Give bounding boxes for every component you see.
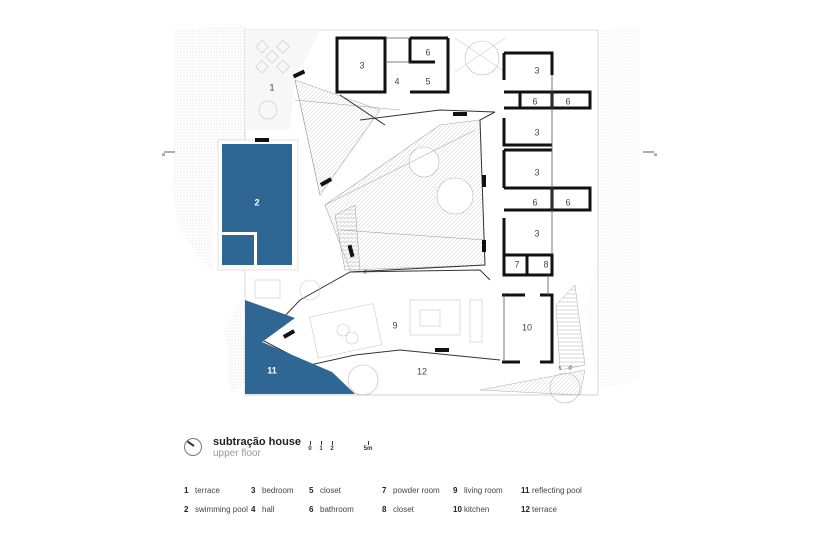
vegetation <box>172 25 640 395</box>
scale-tick-1: 1 <box>315 441 327 452</box>
label-bathroom-b1: 6 <box>532 96 537 106</box>
drawing-subtitle: upper floor <box>213 448 261 459</box>
label-stair-d2: d <box>363 270 366 276</box>
label-closet-8: 8 <box>543 259 548 269</box>
north-arrow-icon <box>184 438 202 456</box>
reflecting-pool: 11 <box>245 300 355 394</box>
label-terrace-1: 1 <box>269 82 274 92</box>
section-marker-left: a <box>162 152 165 158</box>
section-markers: a a <box>162 151 657 158</box>
label-kitchen: 10 <box>522 322 532 332</box>
door-markers <box>255 69 486 352</box>
label-bathroom-b2: 6 <box>565 96 570 106</box>
label-bedroom-c: 3 <box>534 127 539 137</box>
label-living-room: 9 <box>392 320 397 330</box>
thin-walls <box>385 37 553 362</box>
central-courtyard <box>294 37 506 271</box>
kitchen-stairs: s d d <box>347 270 586 404</box>
label-bathroom-d2: 6 <box>565 197 570 207</box>
label-stair-d: d <box>568 366 571 372</box>
label-bedroom-b: 3 <box>534 65 539 75</box>
terrace-1 <box>245 30 320 130</box>
scale-tick-0: 0 <box>304 441 316 452</box>
label-reflecting-pool: 11 <box>267 365 277 375</box>
label-bedroom-e: 3 <box>534 228 539 238</box>
label-pool: 2 <box>254 197 259 207</box>
living-furniture <box>254 279 483 359</box>
label-bathroom-d1: 6 <box>532 197 537 207</box>
label-bathroom-top: 6 <box>425 47 430 57</box>
scale-tick-2: 2 <box>326 441 338 452</box>
room-labels: 1 3 4 6 5 3 6 6 3 3 6 6 3 7 8 9 10 12 <box>269 47 570 376</box>
section-marker-right: a <box>654 152 657 158</box>
label-closet-5: 5 <box>425 76 430 86</box>
label-bedroom-a: 3 <box>359 60 364 70</box>
scale-tick-5m: 5m <box>362 441 374 452</box>
label-hall: 4 <box>394 76 399 86</box>
swimming-pool: 2 <box>217 139 299 271</box>
label-terrace-12: 12 <box>417 366 427 376</box>
floor-plan-drawing: 2 11 <box>162 25 657 404</box>
drawing-title: subtração house <box>213 436 302 448</box>
label-stair-s: s <box>559 366 562 372</box>
label-powder-room: 7 <box>514 259 519 269</box>
label-bedroom-d: 3 <box>534 167 539 177</box>
